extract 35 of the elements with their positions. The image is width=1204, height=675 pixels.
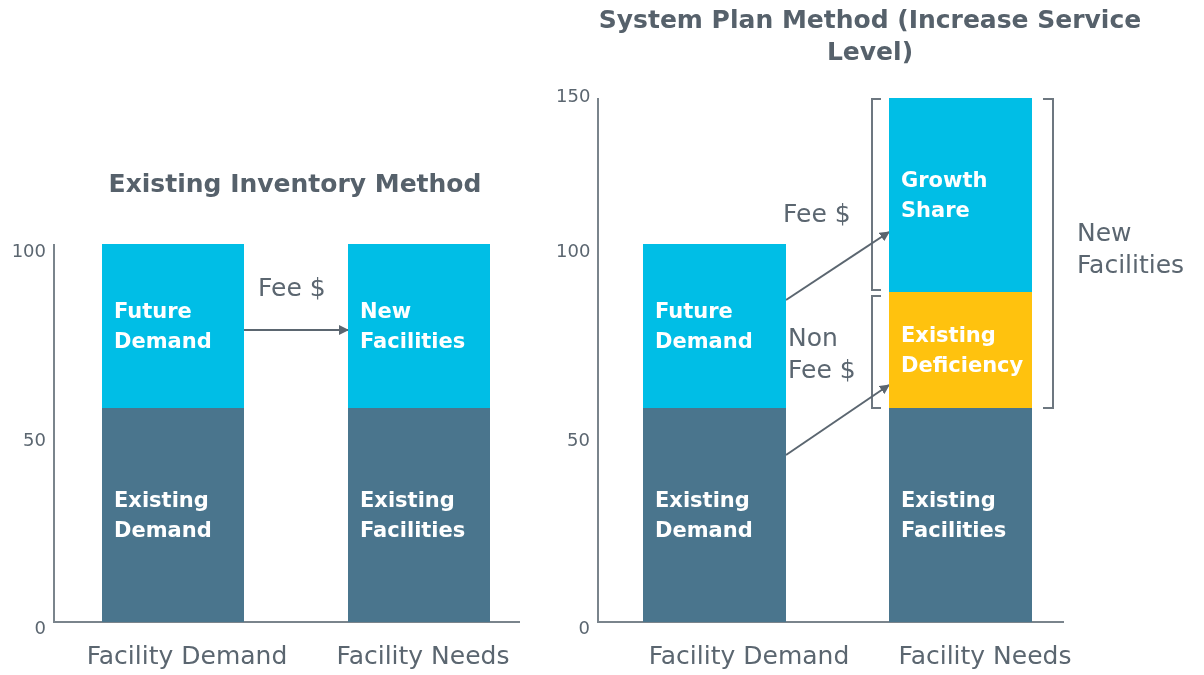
segment-label: Existing Demand [655,487,754,544]
bracket-label: New Facilities [1077,217,1186,281]
axis-tick-label: 0 [577,616,590,640]
segment-label: Future Demand [114,298,213,355]
arrow [785,384,890,456]
axis-category-label: Facility Needs [897,640,1073,672]
axis-category-label: Facility Needs [335,640,511,672]
bar-segment [643,408,786,622]
axis-category-label: Facility Demand [85,640,289,672]
bar-segment [889,98,1032,292]
chart-title: Existing Inventory Method [107,168,483,200]
axis-category-label: Facility Demand [647,640,851,672]
arrow [243,325,349,335]
bar-segment [643,244,786,408]
axis-tick-label: 0 [33,616,46,640]
segment-label: New Facilities [360,298,467,355]
segment-label: Existing Demand [114,487,213,544]
axis-tick-label: 150 [556,84,590,108]
arrow [785,231,890,301]
bar-segment [889,292,1032,408]
axis-tick-label: 50 [22,428,46,452]
segment-label: Existing Facilities [360,487,467,544]
segment-label: Future Demand [655,298,754,355]
bar-segment [102,244,244,408]
axis-tick-label: 50 [566,428,590,452]
bar-segment [348,244,490,408]
chart-title: System Plan Method (Increase Service Level) [597,4,1143,68]
segment-label: Growth Share [901,167,989,224]
axis-tick-label: 100 [556,239,590,263]
bar-segment [348,408,490,622]
segment-label: Existing Facilities [901,487,1008,544]
segment-label: Existing Deficiency [901,322,1024,379]
axis-tick-label: 100 [10,239,46,263]
bar-segment [102,408,244,622]
bar-segment [889,408,1032,622]
